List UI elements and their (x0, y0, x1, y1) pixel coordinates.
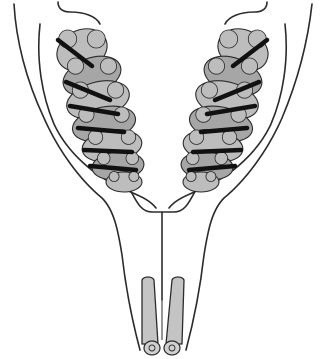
right-lobule (208, 58, 224, 74)
left-lobule (87, 30, 105, 48)
left-lobule (129, 172, 139, 182)
left-gland-cluster (50, 21, 145, 192)
right-lobule (201, 82, 217, 98)
left-lobule (108, 82, 124, 98)
lower-duct (142, 277, 184, 355)
outline-left-top (58, 2, 100, 24)
right-lobule (220, 30, 238, 48)
right-gland-cluster (180, 21, 275, 192)
duct-right-opening (164, 341, 180, 355)
right-lobule (186, 172, 196, 182)
right-lobule (206, 172, 216, 182)
duct-right-column (166, 277, 184, 344)
duct-left-opening (144, 341, 160, 355)
right-band-5 (193, 150, 241, 152)
left-lobule (97, 152, 110, 165)
left-band-5 (84, 150, 132, 152)
right-lobule (215, 152, 228, 165)
left-lobule (109, 172, 119, 182)
duct-left-column (142, 277, 158, 344)
left-lobule (100, 58, 116, 74)
outline-right-top (225, 2, 267, 24)
central-junction (128, 186, 198, 212)
